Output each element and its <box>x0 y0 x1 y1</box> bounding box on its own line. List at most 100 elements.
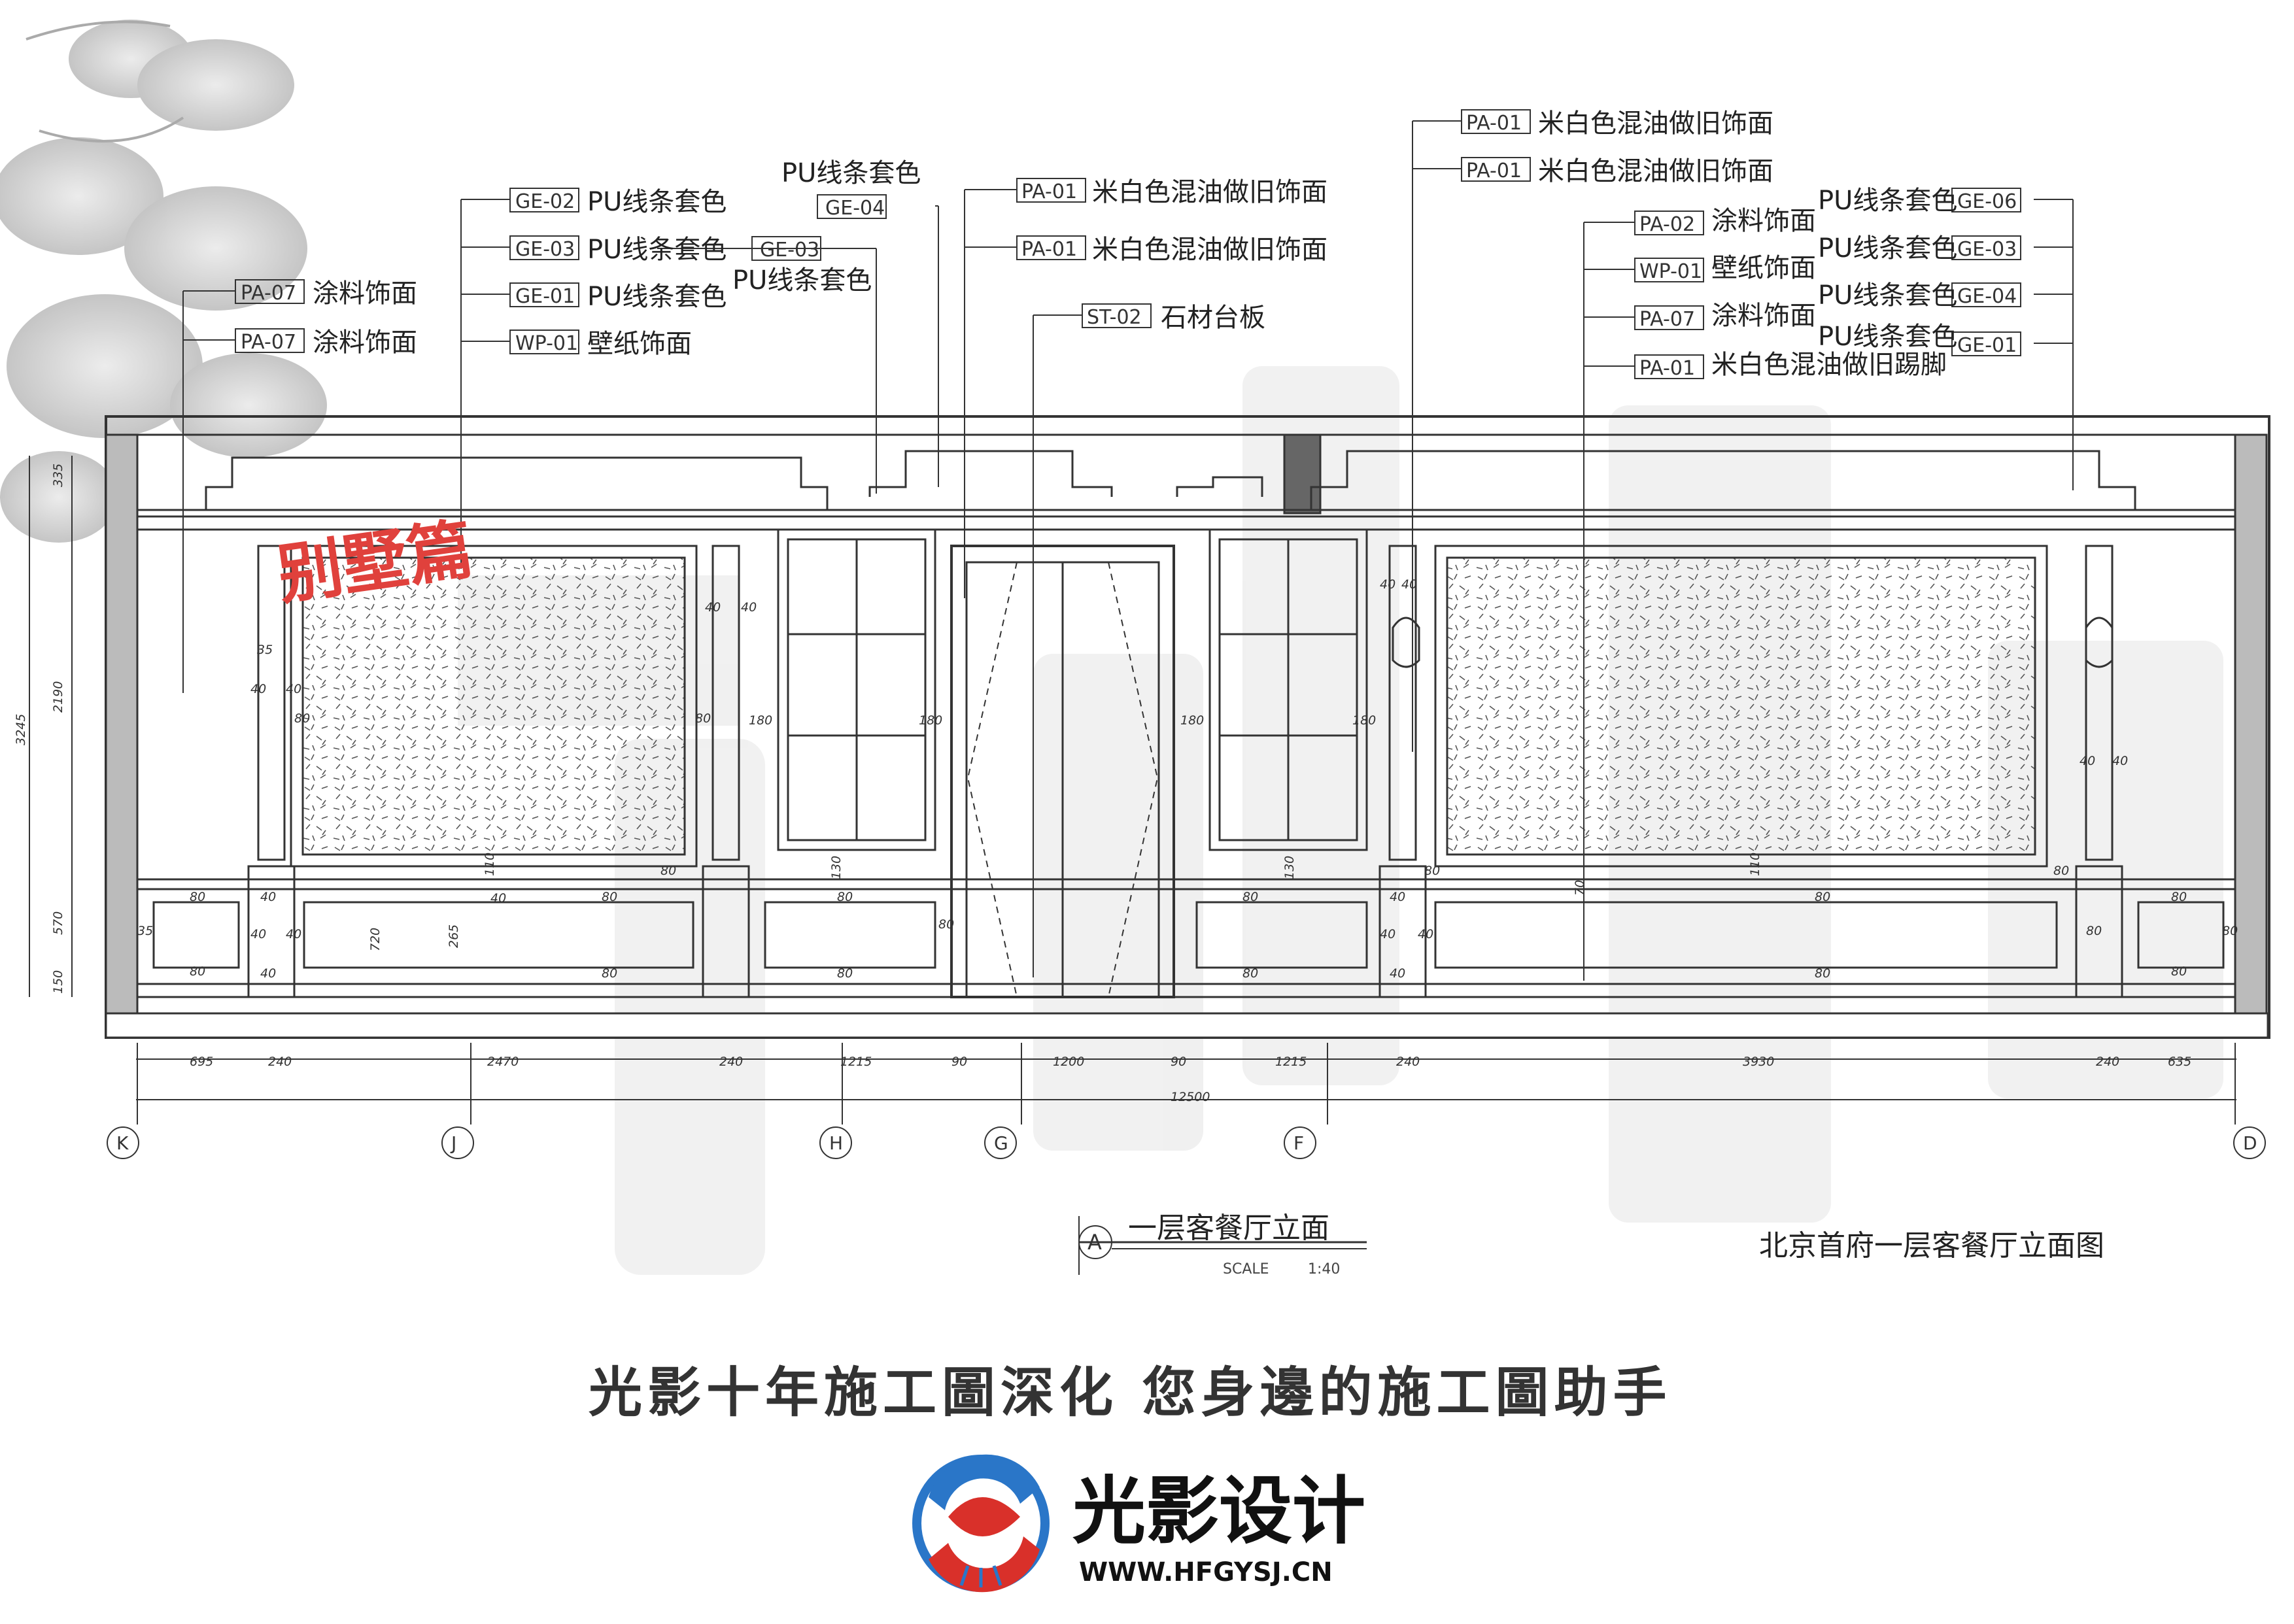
callout-code: ST-02 <box>1087 306 1142 329</box>
svg-text:180: 180 <box>749 713 772 728</box>
svg-text:180: 180 <box>919 713 942 728</box>
svg-text:180: 180 <box>1180 713 1204 728</box>
svg-text:570: 570 <box>51 911 65 935</box>
svg-text:40: 40 <box>2080 754 2095 768</box>
callout-text: PU线条套色 <box>587 235 727 265</box>
svg-text:80: 80 <box>1815 966 1830 981</box>
brand-url: WWW.HFGYSJ.CN <box>1079 1557 1333 1587</box>
axis-labels: K J H G F D <box>116 1132 2257 1154</box>
svg-text:40: 40 <box>260 890 276 904</box>
title-block: A 一层客餐厅立面 SCALE 1:40 北京首府一层客餐厅立面图 <box>1087 1211 2104 1277</box>
svg-text:80: 80 <box>2053 864 2069 878</box>
svg-text:70: 70 <box>1573 880 1587 896</box>
svg-text:240: 240 <box>2096 1055 2119 1069</box>
svg-text:40: 40 <box>286 682 301 696</box>
callout-text: PU线条套色 <box>587 282 727 312</box>
callout-code: GE-02 <box>515 190 575 213</box>
svg-text:3930: 3930 <box>1743 1055 1774 1069</box>
svg-text:80: 80 <box>190 964 205 979</box>
callouts-mid: PU线条套色 GE-04 GE-03 PU线条套色 PA-01 米白色混油做旧饰… <box>732 158 1327 333</box>
svg-text:180: 180 <box>1352 713 1376 728</box>
svg-text:40: 40 <box>1390 890 1405 904</box>
callout-text: 涂料饰面 <box>1711 301 1816 331</box>
bottom-dimensions: 695 240 2470 240 1215 90 1200 90 1215 24… <box>190 1055 2191 1104</box>
callout-code: PA-01 <box>1021 180 1077 203</box>
svg-text:3245: 3245 <box>14 714 28 745</box>
callout-code: GE-01 <box>515 285 575 308</box>
inner-dimensions: 35 40 40 80 80 40 40 80 180 180 180 180 … <box>137 577 2238 981</box>
callout-code: PA-01 <box>1466 160 1522 182</box>
svg-text:80: 80 <box>1815 890 1830 904</box>
svg-text:695: 695 <box>190 1055 213 1069</box>
callout-text: 米白色混油做旧饰面 <box>1538 156 1773 186</box>
callout-text: 涂料饰面 <box>313 279 417 309</box>
callout-text: 壁纸饰面 <box>1711 253 1816 283</box>
svg-text:40: 40 <box>260 966 276 981</box>
svg-text:240: 240 <box>1396 1055 1420 1069</box>
callout-text: 米白色混油做旧饰面 <box>1538 109 1773 139</box>
svg-text:D: D <box>2243 1132 2257 1154</box>
svg-text:J: J <box>450 1132 456 1154</box>
svg-text:40: 40 <box>1418 927 1433 941</box>
callout-code: GE-03 <box>1957 238 2017 261</box>
callout-code: PA-01 <box>1639 357 1695 380</box>
svg-text:240: 240 <box>719 1055 743 1069</box>
svg-text:2190: 2190 <box>51 681 65 713</box>
callout-text: 米白色混油做旧饰面 <box>1092 177 1327 207</box>
callout-text: PU线条套色 <box>1818 280 1957 311</box>
svg-text:720: 720 <box>368 928 383 951</box>
callout-text: PU线条套色 <box>781 158 921 188</box>
brand-name: 光影设计 <box>1072 1469 1365 1554</box>
callout-code: GE-06 <box>1957 190 2017 213</box>
svg-text:130: 130 <box>1282 856 1297 879</box>
svg-text:1215: 1215 <box>1275 1055 1307 1069</box>
callout-text: 涂料饰面 <box>1711 206 1816 236</box>
svg-text:240: 240 <box>268 1055 292 1069</box>
callout-code: PA-07 <box>241 331 296 354</box>
callout-text: 壁纸饰面 <box>587 329 692 359</box>
svg-text:40: 40 <box>1380 927 1395 941</box>
svg-text:80: 80 <box>660 864 676 878</box>
svg-text:80: 80 <box>837 966 853 981</box>
callout-text: 涂料饰面 <box>313 328 417 358</box>
svg-text:110: 110 <box>1748 853 1762 876</box>
callout-code: PA-07 <box>1639 308 1695 331</box>
svg-text:40: 40 <box>286 927 301 941</box>
brand-logo-icon <box>912 1454 1050 1593</box>
title-label: A <box>1087 1230 1102 1255</box>
elevation <box>29 109 2270 1275</box>
ink-flower-decoration <box>0 20 327 543</box>
svg-text:40: 40 <box>1401 577 1417 592</box>
callout-code: GE-04 <box>1957 285 2017 308</box>
svg-text:80: 80 <box>837 890 853 904</box>
svg-text:80: 80 <box>190 890 205 904</box>
callout-text: PU线条套色 <box>1818 186 1957 216</box>
svg-text:40: 40 <box>1390 966 1405 981</box>
callouts-left: PA-07 涂料饰面 PA-07 涂料饰面 GE-02 PU线条套色 GE-03… <box>241 187 727 359</box>
svg-text:35: 35 <box>137 924 153 938</box>
svg-text:80: 80 <box>695 711 711 726</box>
svg-text:40: 40 <box>705 600 721 615</box>
vertical-dimensions: 335 2190 570 150 3245 <box>14 464 65 994</box>
svg-text:2470: 2470 <box>487 1055 519 1069</box>
svg-text:90: 90 <box>951 1055 967 1069</box>
svg-text:K: K <box>116 1132 129 1154</box>
svg-text:80: 80 <box>2222 924 2238 938</box>
svg-text:80: 80 <box>294 711 310 726</box>
svg-text:12500: 12500 <box>1171 1090 1210 1104</box>
svg-text:110: 110 <box>483 853 497 876</box>
callout-code: GE-04 <box>825 197 885 220</box>
callout-text: PU线条套色 <box>1818 322 1957 352</box>
svg-text:80: 80 <box>1242 966 1258 981</box>
callout-code: PA-02 <box>1639 213 1695 236</box>
svg-text:G: G <box>994 1132 1008 1154</box>
svg-text:80: 80 <box>1242 890 1258 904</box>
callouts-right: PA-01 米白色混油做旧饰面 PA-01 米白色混油做旧饰面 PA-02 涂料… <box>1466 109 2017 380</box>
callout-code: GE-01 <box>1957 334 2017 357</box>
svg-text:265: 265 <box>447 924 461 948</box>
svg-text:130: 130 <box>829 856 844 879</box>
scale-value: 1:40 <box>1308 1261 1340 1277</box>
svg-text:H: H <box>829 1132 843 1154</box>
svg-text:80: 80 <box>938 917 954 932</box>
